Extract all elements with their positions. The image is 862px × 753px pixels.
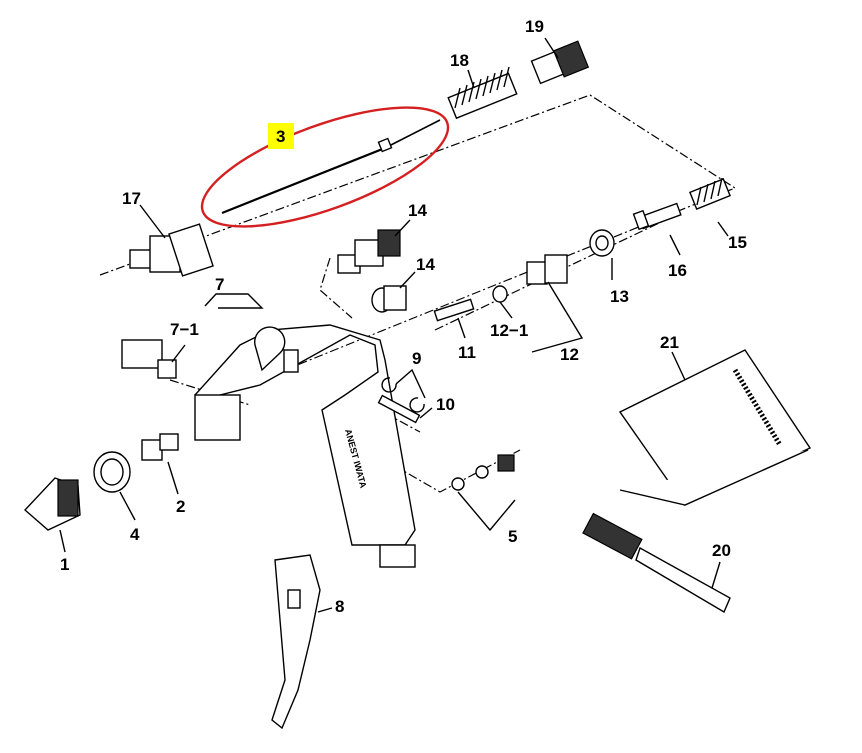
label-7-1: 7−1 [170,320,199,339]
label-15: 15 [728,233,747,252]
leader-lines [59,37,729,613]
nut-part-13 [589,229,615,257]
label-8: 8 [335,597,344,616]
label-20: 20 [712,541,731,560]
label-10: 10 [436,395,455,414]
label-21: 21 [660,333,679,352]
trigger-part-8 [271,554,321,730]
ring-part-4 [93,451,131,493]
adjust-knob-part-19 [530,40,590,85]
label-19: 19 [525,17,544,36]
label-11: 11 [458,343,476,362]
adjuster-part-5 [451,454,515,491]
label-17: 17 [122,189,141,208]
label-18: 18 [450,51,469,70]
gun-body-part-7: ANEST IWATA [194,324,416,568]
label-13: 13 [610,287,629,306]
pin-part-10 [377,394,421,424]
needle-part-3 [221,119,441,215]
manual-part-21 [618,349,812,506]
brush-part-20 [582,512,731,614]
label-12: 12 [560,345,579,364]
part-labels: 19 18 17 14 14 15 16 13 12−1 11 12 7 7−1… [60,17,747,616]
spring-part-18 [447,66,518,120]
label-3: 3 [276,127,285,146]
label-16: 16 [668,261,687,280]
rod-part-11 [433,298,475,322]
nozzle-part-2 [141,433,179,461]
fitting-part-14a [337,229,401,274]
label-4: 4 [130,525,140,544]
label-7: 7 [215,275,224,294]
label-14-upper: 14 [408,201,427,220]
clip-part-9 [381,377,425,413]
spring-part-15 [689,177,731,210]
label-9: 9 [412,349,421,368]
label-14-lower: 14 [416,255,435,274]
fitting-part-14b [371,285,407,313]
label-12-1: 12−1 [490,321,528,340]
piston-part-16 [632,202,682,231]
label-3-marker [268,123,294,149]
air-fitting-part-7-1 [121,339,177,379]
valve-part-12 [526,254,568,285]
highlight-outline [200,106,450,228]
label-1: 1 [60,555,69,574]
packing-part-17 [129,223,214,277]
oring-part-12-1 [492,285,508,303]
air-cap-part-1 [23,477,81,531]
label-2: 2 [176,497,185,516]
label-5: 5 [508,527,517,546]
